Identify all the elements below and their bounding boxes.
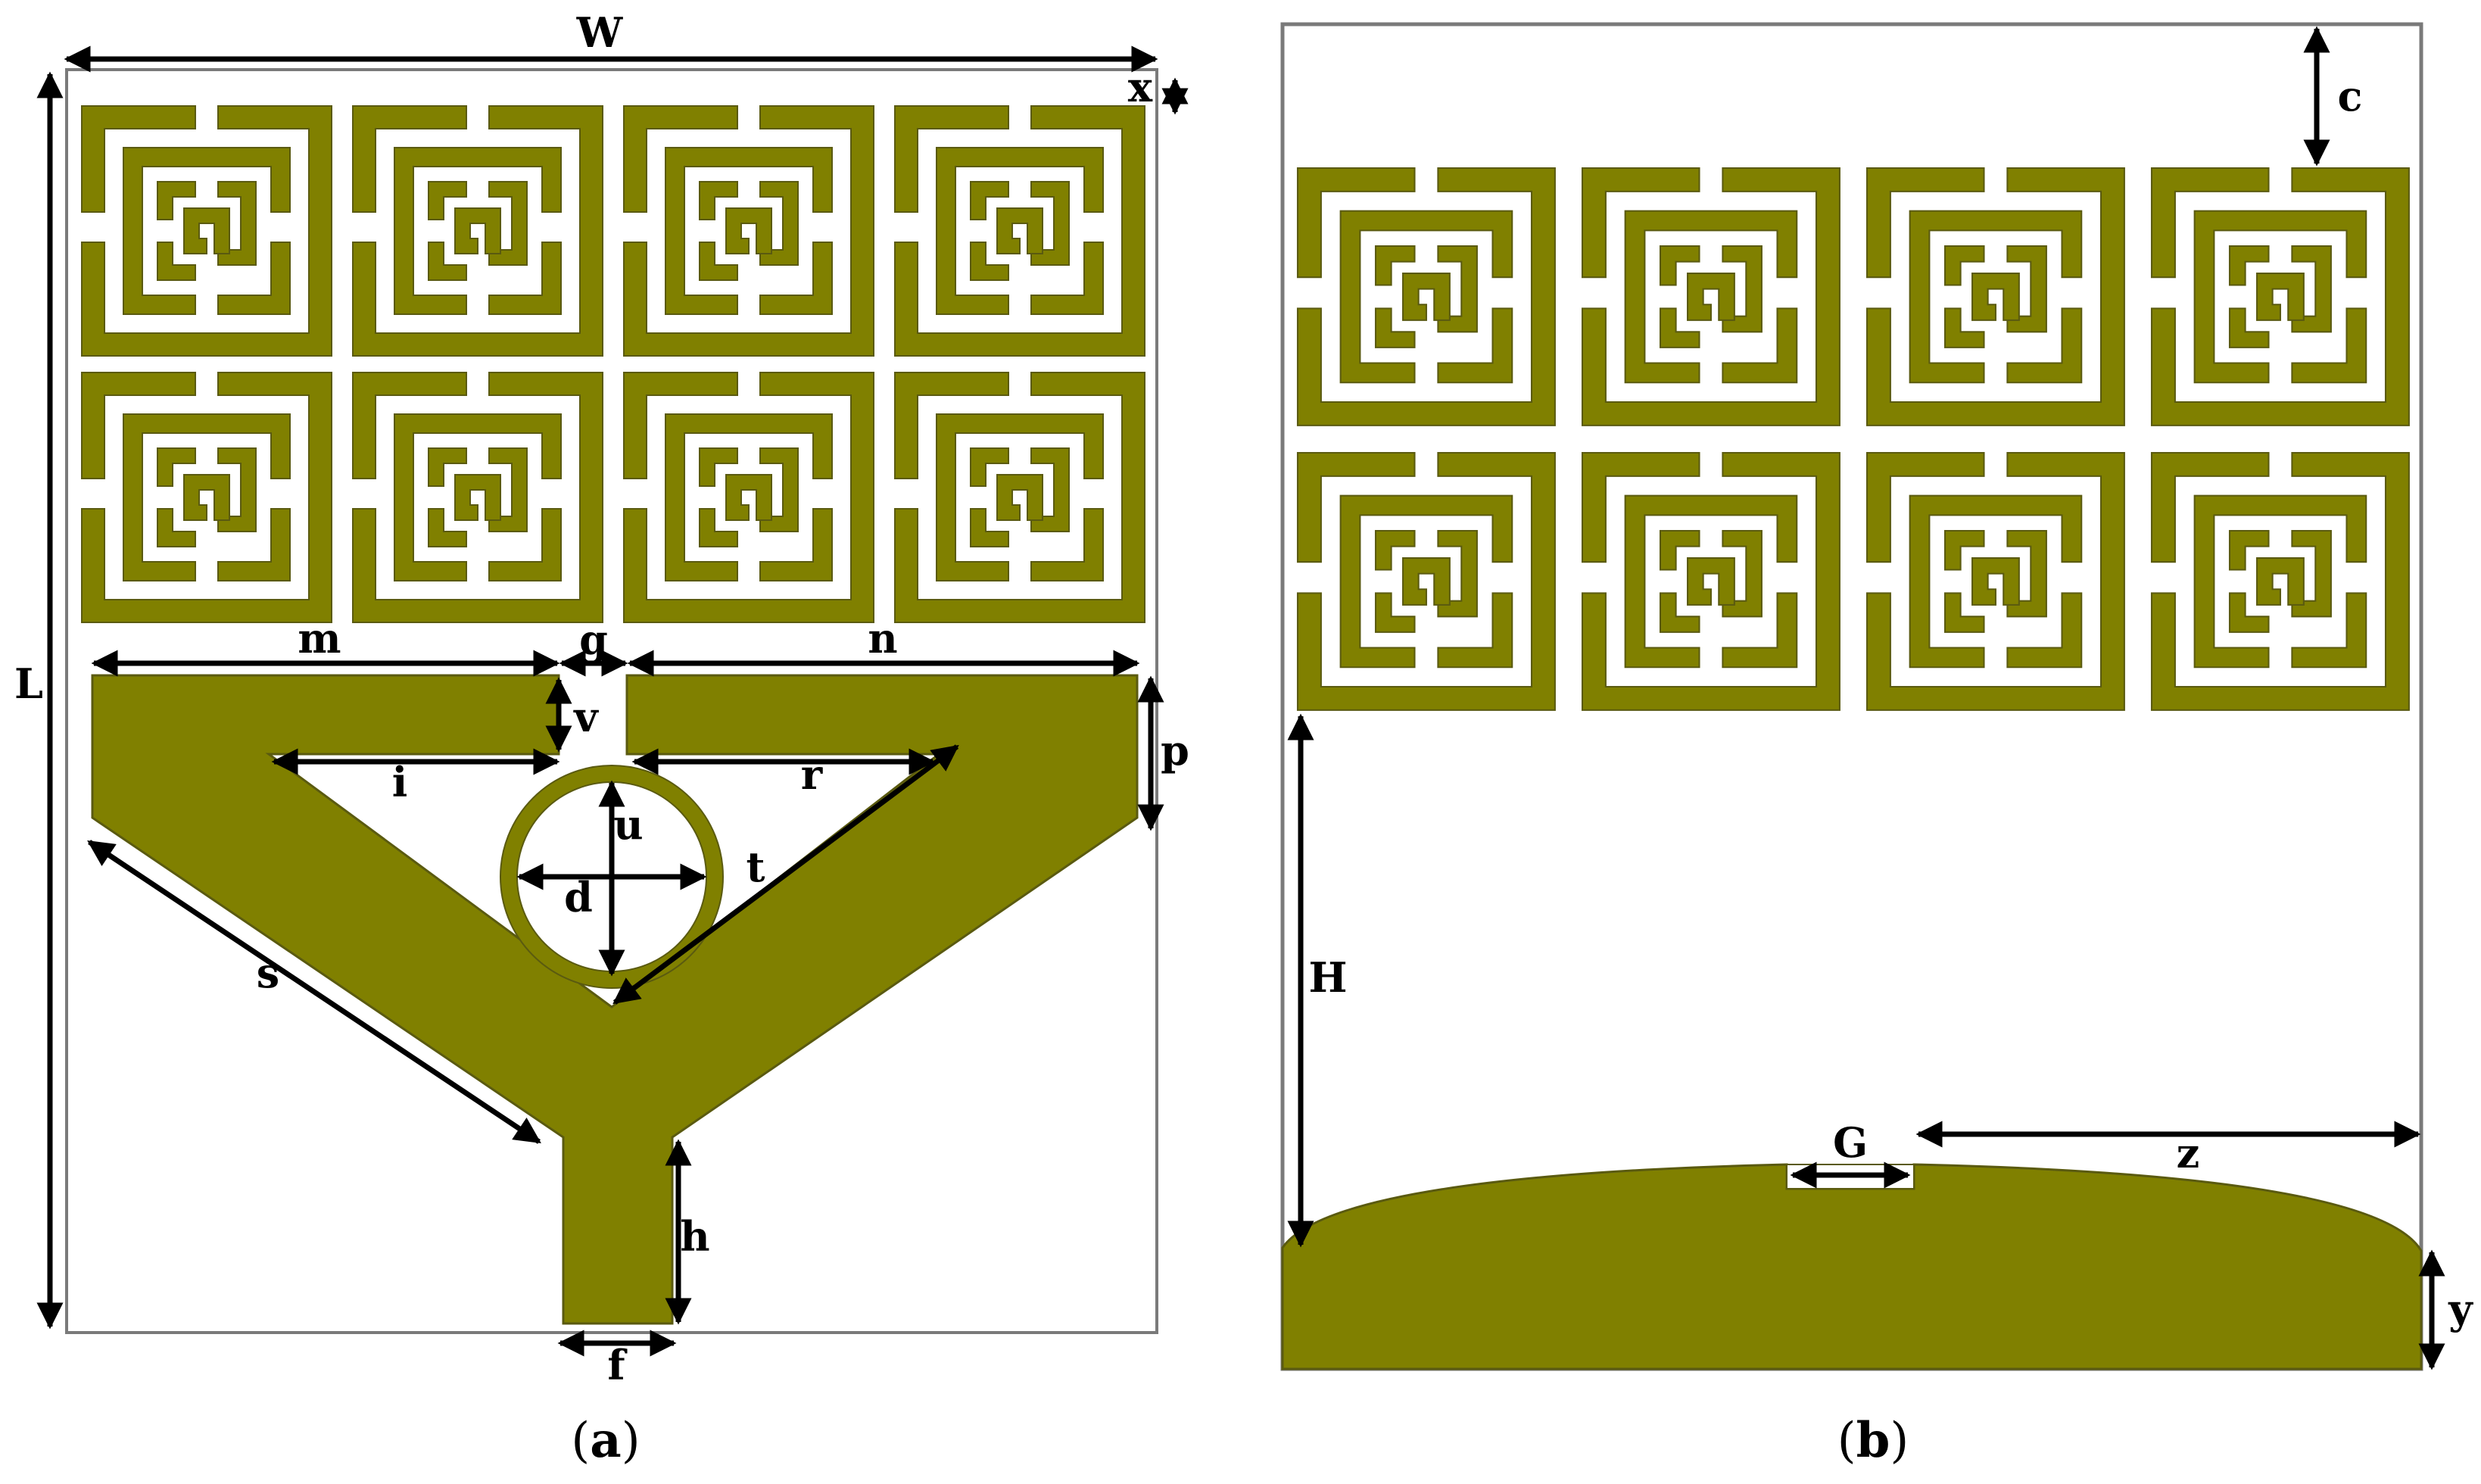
label-G: G bbox=[1833, 1118, 1868, 1167]
label-d: d bbox=[564, 873, 593, 921]
label-u: u bbox=[613, 800, 643, 849]
label-m: m bbox=[298, 614, 341, 662]
label-W: W bbox=[576, 8, 624, 57]
label-v: v bbox=[573, 693, 599, 741]
caption-a: (a) bbox=[571, 1412, 640, 1469]
label-n: n bbox=[868, 614, 897, 662]
label-L: L bbox=[14, 659, 43, 708]
label-c: c bbox=[2338, 72, 2363, 120]
label-p: p bbox=[1161, 726, 1189, 775]
label-h: h bbox=[680, 1212, 709, 1261]
dimension-arrows-a bbox=[36, 45, 1189, 1357]
label-f: f bbox=[607, 1341, 628, 1389]
caption-b: (b) bbox=[1837, 1412, 1909, 1469]
label-t: t bbox=[746, 843, 765, 891]
label-r: r bbox=[801, 750, 823, 799]
label-z: z bbox=[2177, 1129, 2200, 1177]
panel-a: W x L m g n v p i r u d t s h f (a) bbox=[14, 8, 1189, 1469]
panel-b: c H G z y (b) bbox=[1280, 22, 2473, 1469]
label-s: s bbox=[257, 949, 279, 997]
label-i: i bbox=[392, 758, 408, 806]
label-y: y bbox=[2448, 1285, 2473, 1333]
label-x: x bbox=[1128, 63, 1153, 111]
ground-plane bbox=[1281, 1163, 2423, 1370]
dimension-arrows-b bbox=[1287, 26, 2445, 1370]
label-H: H bbox=[1308, 953, 1347, 1002]
label-g: g bbox=[579, 616, 608, 664]
